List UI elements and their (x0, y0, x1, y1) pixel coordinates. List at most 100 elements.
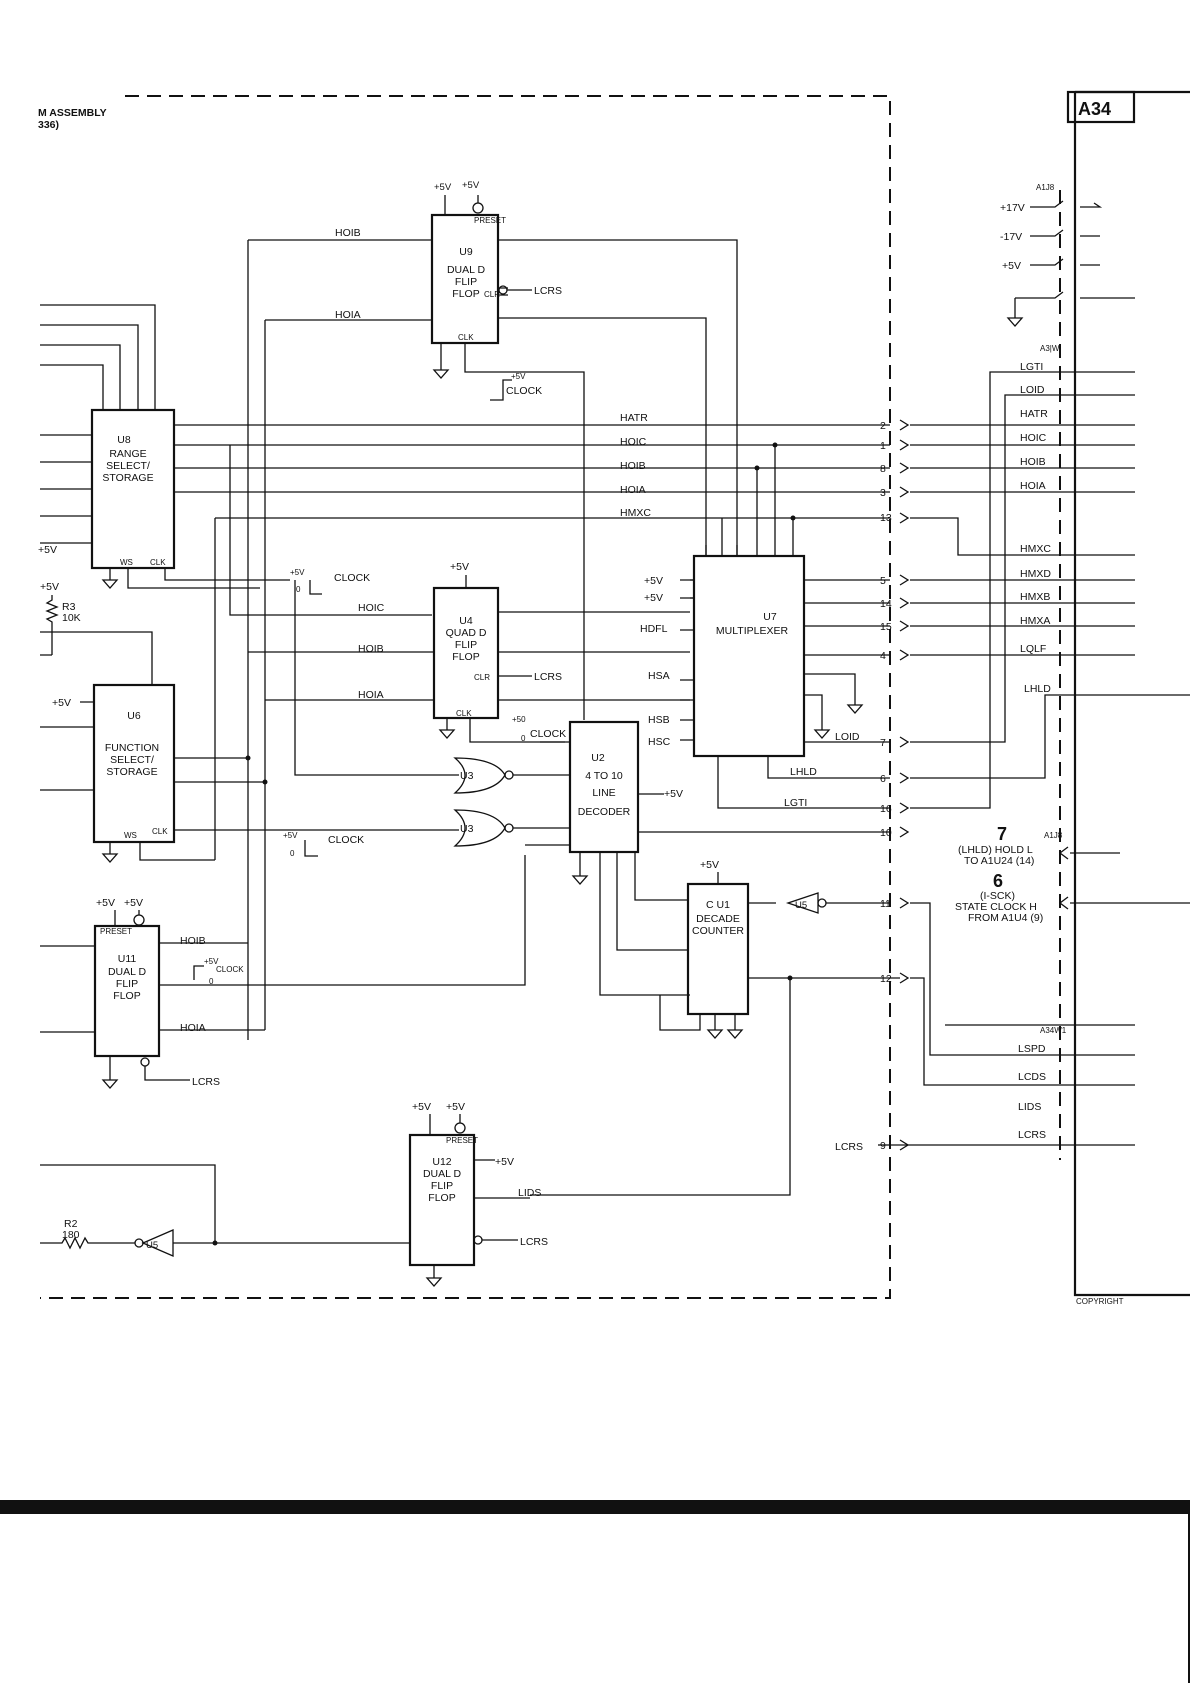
u9-line1: DUAL D (447, 264, 486, 276)
note7-line2: TO A1U24 (14) (964, 855, 1034, 867)
u9-ref: U9 (459, 246, 473, 258)
u4-lcrs: LCRS (534, 671, 562, 683)
u4-clr: CLR (474, 673, 490, 682)
u6-clk: CLK (152, 827, 168, 836)
u4-ref: U4 (459, 615, 473, 627)
a3w1-label: A3|W (1040, 344, 1060, 353)
clock-zero-4: 0 (521, 734, 526, 743)
u7-lhld-out: LHLD (790, 766, 817, 778)
pin-8: 8 (880, 463, 886, 475)
clock-label-2: CLOCK (334, 572, 370, 584)
u9-vcc: +5V (434, 182, 452, 193)
pin-11: 11 (880, 898, 891, 910)
hmxd-right: HMXD (1020, 568, 1051, 580)
u11-ref: U11 (118, 953, 137, 965)
u6-vcc: +5V (52, 697, 71, 709)
hoic-bus-label: HOIC (620, 436, 647, 448)
note6-number: 6 (993, 871, 1003, 891)
u6-line2: SELECT/ (110, 754, 154, 766)
lgti-right: LGTI (1020, 361, 1043, 373)
u9-line2: FLIP (455, 276, 477, 288)
u7-hsa: HSA (648, 670, 670, 682)
u12-line1: DUAL D (423, 1168, 462, 1180)
vm17-label: -17V (1000, 231, 1022, 243)
a1j8-power-connector: A1J8 +17V -17V +5V (1000, 183, 1135, 327)
u8-range-select: U8 RANGE SELECT/ STORAGE WS CLK +5V (38, 304, 290, 589)
u12-ref: U12 (432, 1156, 451, 1168)
page-right-edge (1188, 1500, 1190, 1683)
u11-vcc-a: +5V (96, 897, 115, 909)
u6-function-select: U6 FUNCTION SELECT/ STORAGE WS CLK +5V (40, 683, 440, 863)
u4-line1: QUAD D (446, 627, 487, 639)
note7-line1: (LHLD) HOLD L (958, 844, 1033, 856)
u11-lcrs: LCRS (192, 1076, 220, 1088)
u8-vcc-left: +5V (38, 544, 57, 556)
a34w1-label: A34W1 (1040, 1026, 1067, 1035)
pin-12: 12 (880, 973, 892, 985)
u12-d-vcc: +5V (495, 1156, 514, 1168)
pin-5: 5 (880, 575, 886, 587)
pin-13: 13 (880, 512, 892, 524)
clock-vcc-5: +5V (204, 957, 219, 966)
u8-line1: RANGE (109, 448, 146, 460)
u8-line3: STORAGE (102, 472, 153, 484)
u2-line1: 4 TO 10 (585, 770, 623, 782)
u7-loid-out: LOID (835, 731, 860, 743)
pin-9: 9 (880, 1140, 886, 1152)
hoib-right: HOIB (1020, 456, 1046, 468)
pin-6: 6 (880, 773, 886, 785)
u11-vcc-b: +5V (124, 897, 143, 909)
r3-vcc: +5V (40, 581, 59, 593)
lids-right: LIDS (1018, 1101, 1041, 1113)
u11-line3: FLOP (113, 990, 140, 1002)
copyright-note: COPYRIGHT (1076, 1297, 1124, 1306)
u2-line-decoder: U2 4 TO 10 LINE DECODER +5V (160, 720, 890, 996)
pin-10: 10 (880, 827, 892, 839)
u4-hoib-label: HOIB (358, 643, 384, 655)
u8-clk: CLK (150, 558, 166, 567)
loid-right: LOID (1020, 384, 1045, 396)
clock-zero-2: 0 (296, 585, 301, 594)
note6-line2: STATE CLOCK H (955, 901, 1037, 913)
u2-vcc: +5V (664, 788, 683, 800)
assembly-boundary (40, 95, 891, 1299)
u7-multiplexer: U7 MULTIPLEXER +5V +5V HDFL HSA HSB HSC (640, 442, 890, 809)
u5-ref-b: U5 (146, 1240, 158, 1251)
clock-vcc-2: +5V (290, 568, 305, 577)
u7-vcc-a: +5V (644, 575, 663, 587)
lhld-right: LHLD (1024, 683, 1051, 695)
u9-lcrs: LCRS (534, 285, 562, 297)
u11-line2: FLIP (116, 978, 138, 990)
title-fragment: M ASSEMBLY (38, 107, 107, 119)
clock-label-1: CLOCK (506, 385, 542, 397)
u4-hoic-label: HOIC (358, 602, 385, 614)
v17-label: +17V (1000, 202, 1025, 214)
u9-flip-flop: U9 DUAL D FLIP FLOP PRESET CLK CLR +5V +… (430, 180, 585, 720)
pin-4: 4 (880, 650, 886, 662)
u4-hoia-label: HOIA (358, 689, 384, 701)
u7-lgti-out: LGTI (784, 797, 807, 809)
lqlf-right: LQLF (1020, 643, 1046, 655)
u3-gates: U3 U3 (294, 580, 570, 847)
u1-vcc: +5V (700, 859, 719, 871)
u4-line3: FLOP (452, 651, 479, 663)
lcds-right: LCDS (1018, 1071, 1046, 1083)
u5-inverter-upper: U5 (785, 892, 890, 914)
u4-vcc: +5V (450, 561, 469, 573)
u4-clk: CLK (456, 709, 472, 718)
hmxa-right: HMXA (1020, 615, 1050, 627)
u3-ref-a: U3 (460, 770, 474, 782)
hmxc-right: HMXC (1020, 543, 1051, 555)
u9-preset-vcc: +5V (462, 180, 480, 191)
hmxb-right: HMXB (1020, 591, 1050, 603)
u7-hdfl: HDFL (640, 623, 668, 635)
u9-line3: FLOP (452, 288, 479, 300)
hoia-right: HOIA (1020, 480, 1046, 492)
lcrs-right: LCRS (1018, 1129, 1046, 1141)
hmxc-bus-label: HMXC (620, 507, 651, 519)
clock-zero-3: 0 (290, 849, 295, 858)
u8-ref: U8 (117, 434, 131, 446)
a1j8-label-bottom: A1J8 (1044, 831, 1063, 840)
